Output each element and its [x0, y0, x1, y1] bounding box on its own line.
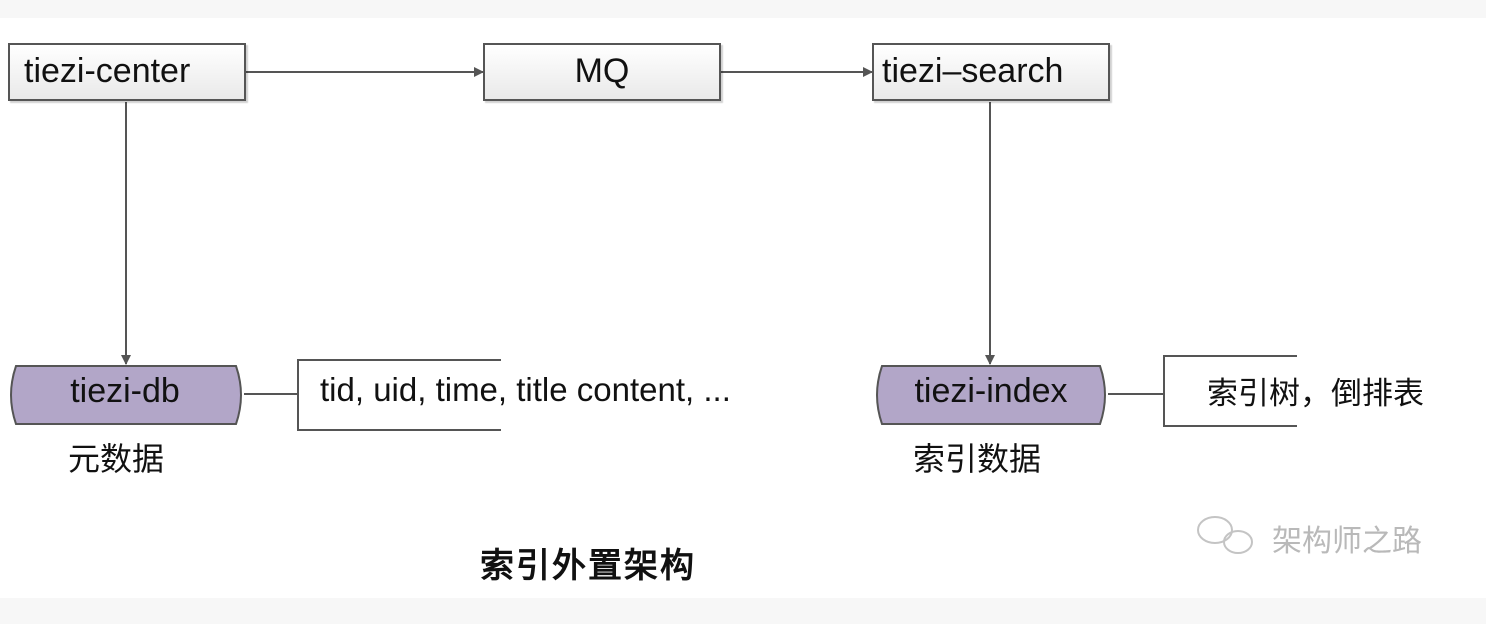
index-types-text: 索引树，倒排表	[1207, 376, 1424, 412]
tiezi-search-node: tiezi–search	[872, 43, 1110, 101]
db-fields-note	[297, 359, 501, 431]
index-store-shape	[876, 365, 1106, 425]
diagram-canvas	[0, 18, 1486, 598]
index-data-label: 索引数据	[913, 440, 1042, 478]
db-store-shape	[10, 365, 242, 425]
diagram-caption: 索引外置架构	[480, 546, 696, 586]
tiezi-db-label: tiezi-db	[70, 372, 180, 410]
index-types-note	[1163, 355, 1297, 427]
wechat-icon	[1197, 516, 1253, 554]
mq-node: MQ	[483, 43, 721, 101]
tiezi-index-label: tiezi-index	[914, 372, 1068, 410]
tiezi-center-node: tiezi-center	[8, 43, 246, 101]
db-fields-text: tid, uid, time, title content, ...	[320, 371, 731, 408]
metadata-label: 元数据	[68, 440, 165, 478]
watermark: 架构师之路	[1272, 524, 1422, 559]
